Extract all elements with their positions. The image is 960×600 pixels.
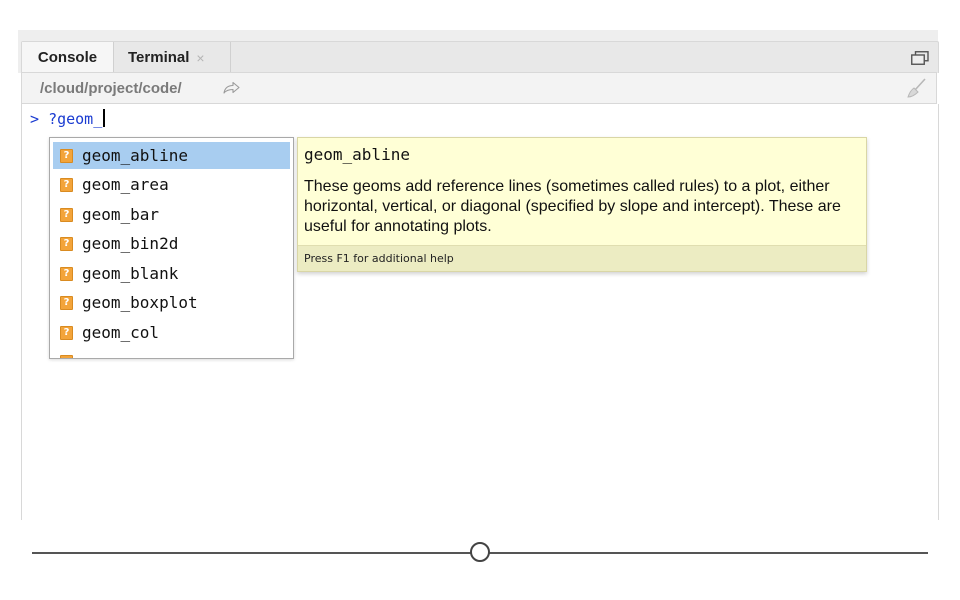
tab-terminal[interactable]: Terminal × (114, 42, 231, 73)
working-directory-path[interactable]: /cloud/project/code/ (40, 80, 182, 97)
completion-item-label: geom_boxplot (82, 293, 198, 312)
completion-item[interactable]: ? geom_blank (53, 260, 290, 287)
prompt-line[interactable]: > ?geom_ (30, 109, 106, 128)
completion-item-label: geom_area (82, 175, 169, 194)
completion-item-label: geom_col (82, 323, 160, 342)
help-title: geom_abline (304, 145, 410, 164)
completion-item[interactable]: ? geom_bar (53, 201, 290, 228)
working-directory-bar: /cloud/project/code/ (21, 72, 937, 104)
completion-item-label: geom_abline (82, 146, 188, 165)
tab-console[interactable]: Console (22, 42, 114, 73)
slider-thumb[interactable] (470, 542, 490, 562)
help-footer: Press F1 for additional help (298, 245, 866, 271)
tab-bar: Console Terminal × (18, 30, 939, 73)
completion-item[interactable]: ? geom_col (53, 319, 290, 346)
tab-strip: Console Terminal × (21, 41, 939, 73)
close-icon[interactable]: × (196, 49, 205, 66)
help-icon: ? (60, 177, 73, 192)
tab-terminal-label: Terminal (128, 49, 190, 66)
completion-item[interactable]: ? geom_bin2d (53, 230, 290, 257)
goto-directory-icon[interactable] (222, 81, 240, 95)
help-icon: ? (60, 236, 73, 251)
help-icon: ? (60, 325, 73, 340)
help-icon (60, 354, 73, 358)
prompt-symbol: > (30, 110, 40, 128)
help-icon: ? (60, 266, 73, 281)
help-icon: ? (60, 295, 73, 310)
help-icon: ? (60, 148, 73, 163)
completion-list[interactable]: ? geom_abline ? geom_area ? geom_bar ? g… (49, 137, 294, 359)
completion-item[interactable]: ? geom_area (53, 171, 290, 198)
help-icon: ? (60, 207, 73, 222)
clear-console-icon[interactable] (906, 77, 928, 99)
tab-console-label: Console (37, 49, 98, 66)
completion-item-label: geom_blank (82, 264, 179, 283)
help-description: These geoms add reference lines (sometim… (304, 178, 841, 235)
completion-item[interactable]: ? geom_boxplot (53, 289, 290, 316)
text-cursor (103, 109, 106, 127)
console-input[interactable]: ?geom_ (48, 110, 103, 128)
help-popup: geom_abline These geoms add reference li… (297, 137, 867, 272)
maximize-icon[interactable] (911, 51, 929, 65)
completion-item-label: geom_bar (82, 205, 160, 224)
completion-item-partial[interactable] (53, 348, 290, 358)
completion-item-label: geom_bin2d (82, 234, 179, 253)
completion-item[interactable]: ? geom_abline (53, 142, 290, 169)
